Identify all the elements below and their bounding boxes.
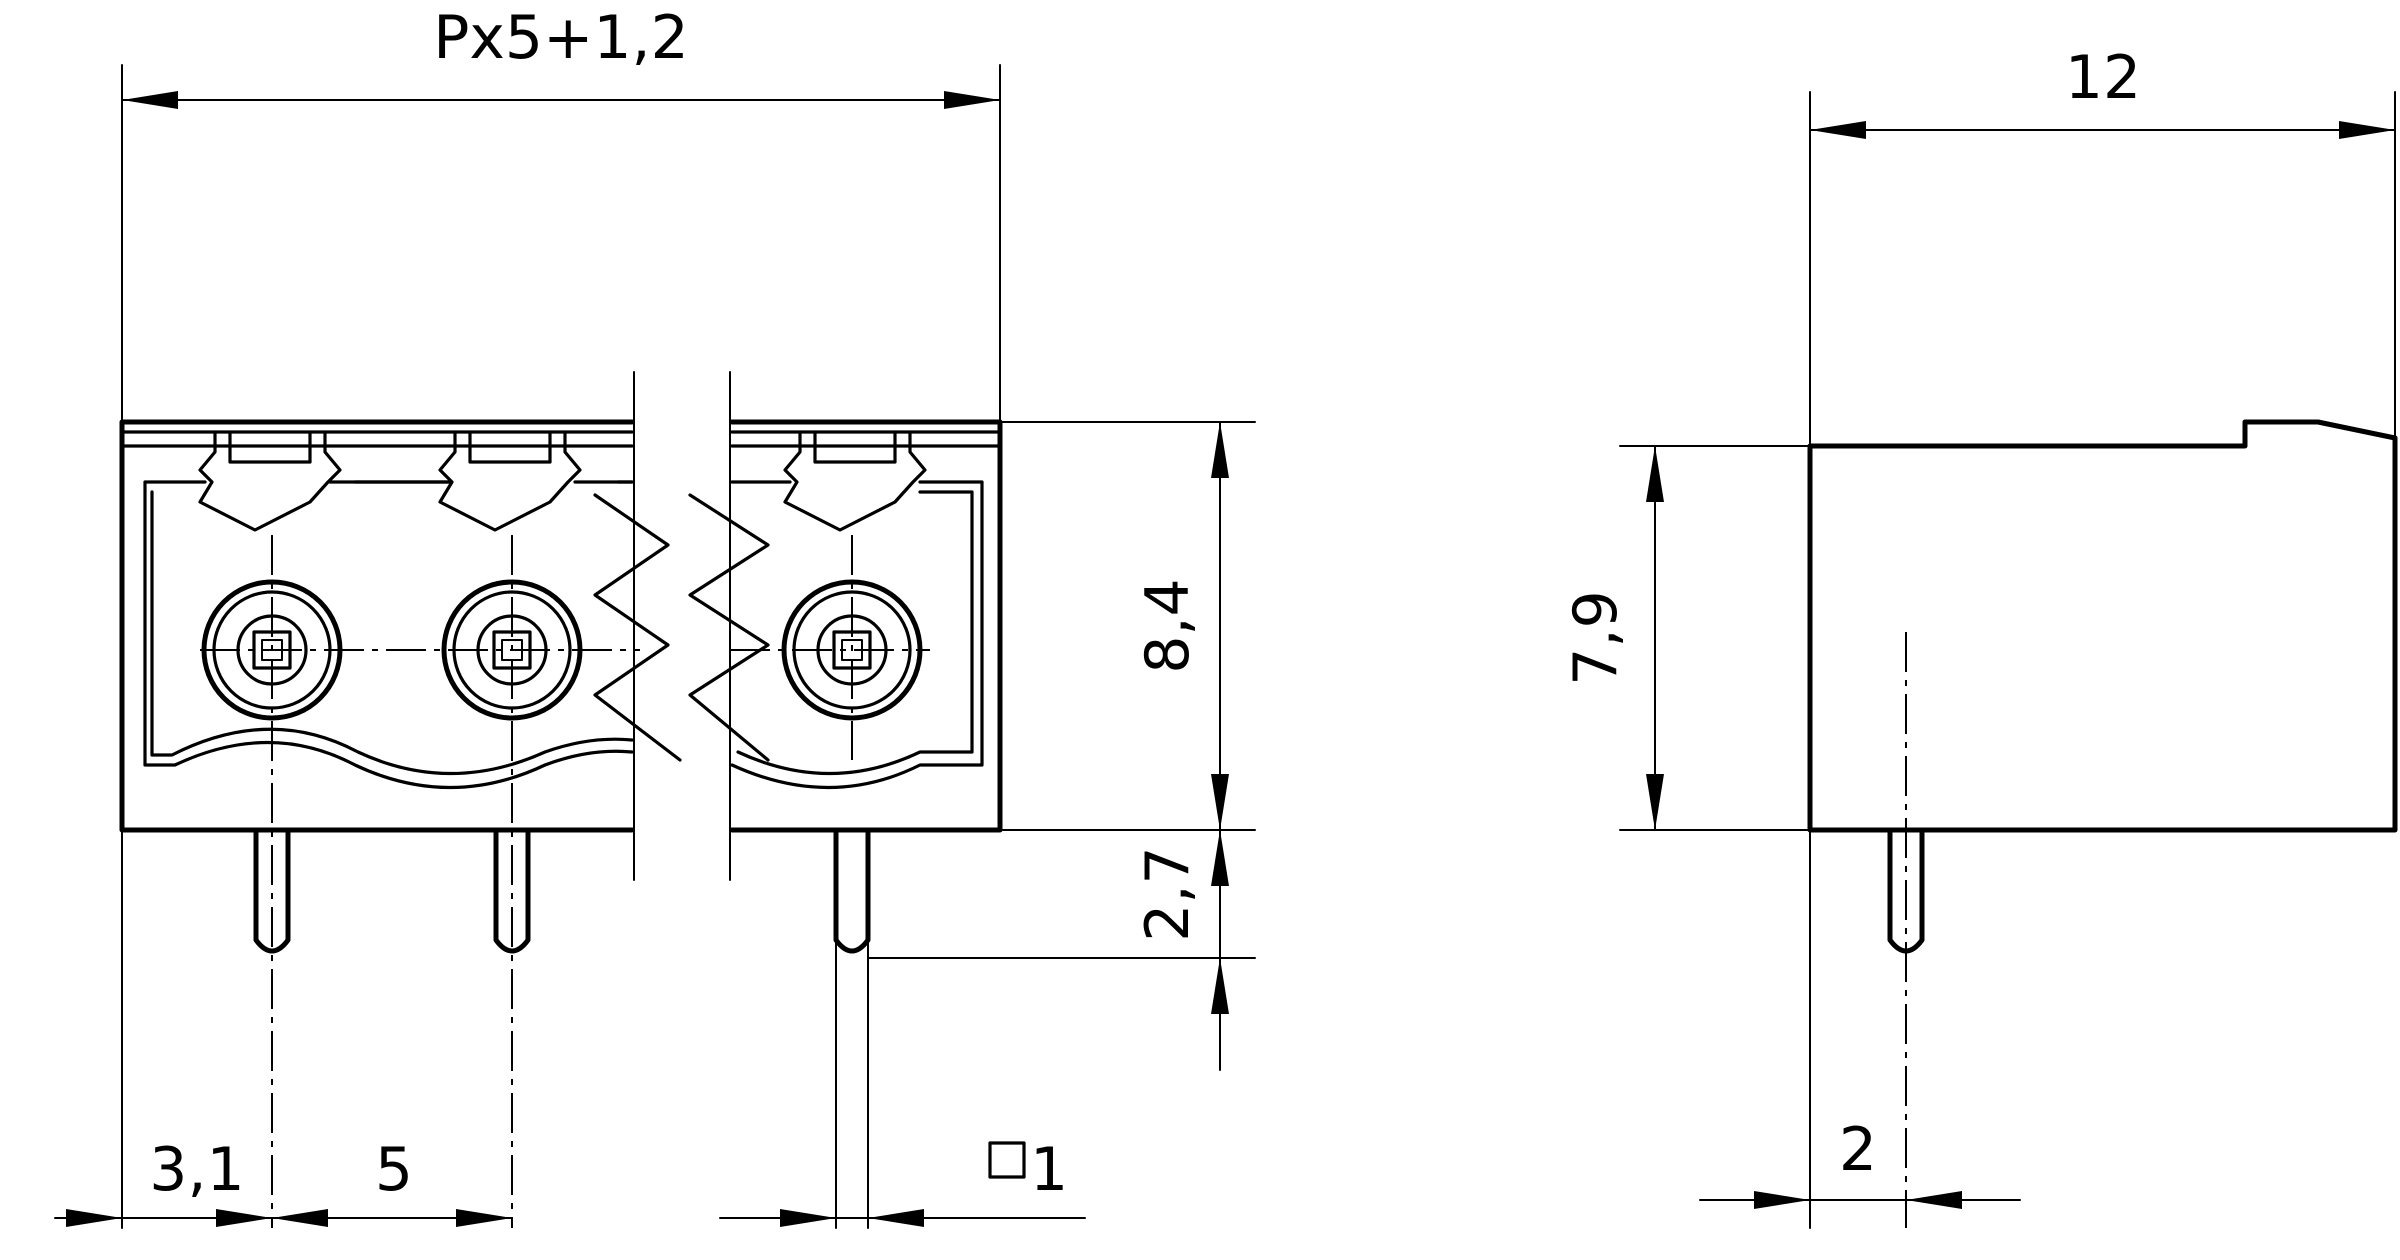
- dim-body-height: 8,4: [1133, 578, 1203, 673]
- front-pins: [253, 827, 871, 954]
- dim-depth: 12: [2065, 43, 2141, 113]
- dim-overall-width: Px5+1,2: [433, 3, 689, 73]
- dim-height: 7,9: [1561, 590, 1631, 685]
- front-inner-cavity-right: [730, 480, 984, 790]
- front-view: [119, 371, 1003, 1228]
- front-clamp-teeth: [198, 430, 927, 532]
- dim-pin-square: 1: [1030, 1135, 1068, 1205]
- front-body-left-outline: [119, 419, 635, 833]
- front-zigzag-left: [593, 493, 682, 762]
- front-zigzag-right: [688, 493, 770, 762]
- front-top-rails: [120, 430, 1002, 448]
- square-symbol: [988, 1141, 1026, 1179]
- dim-pitch: 5: [375, 1135, 413, 1205]
- dim-edge-to-pin: 3,1: [149, 1135, 244, 1205]
- side-dimensions: 12 7,9 2: [1561, 43, 2396, 1229]
- side-pin: [1887, 827, 1925, 954]
- side-body-outline: [1807, 419, 2398, 833]
- side-view: [1807, 419, 2398, 1228]
- front-dimensions: Px5+1,2 8,4 2,7 3,1 5 1: [54, 3, 1256, 1229]
- dim-pin-offset: 2: [1839, 1115, 1877, 1185]
- dim-pin-length: 2,7: [1133, 846, 1203, 941]
- front-centre-lines: [200, 535, 930, 1228]
- front-inner-cavity-left: [143, 480, 634, 790]
